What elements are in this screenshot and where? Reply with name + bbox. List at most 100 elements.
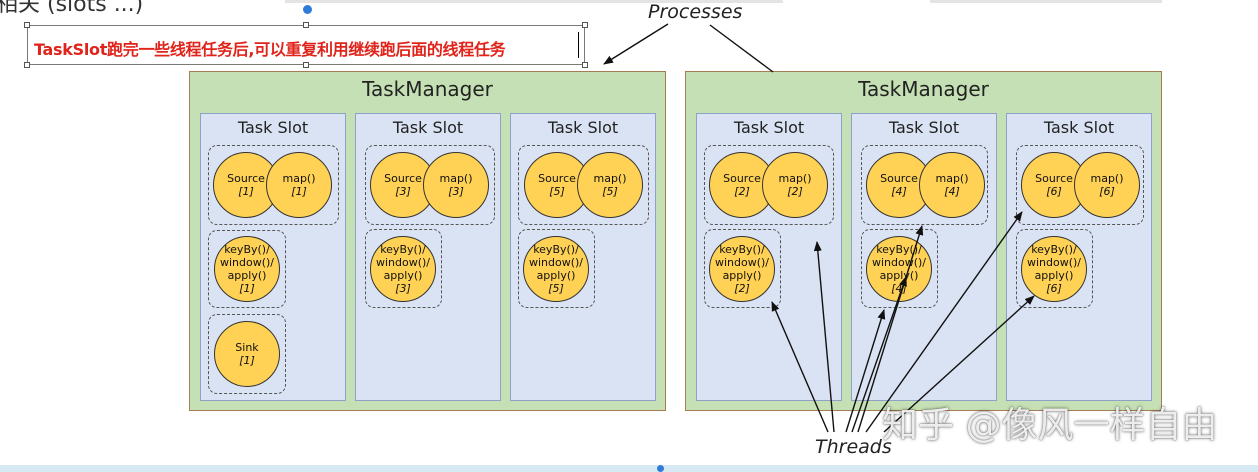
processes-arrow-to-taskmanager [709, 24, 774, 73]
operator-name-line: apply() [879, 269, 919, 282]
operator-index: [3] [395, 185, 411, 198]
operator-name-line: window()/ [528, 256, 584, 269]
operator-index: [4] [891, 282, 907, 295]
keyby-window-apply-operator: keyBy()/ window()/ apply() [3] [370, 236, 436, 302]
map-operator: map() [6] [1074, 152, 1140, 218]
operator-name: map() [282, 172, 316, 185]
operator-name-line: keyBy()/ [1031, 243, 1077, 256]
operator-index: [1] [239, 282, 255, 295]
operator-name: map() [1090, 172, 1124, 185]
top-cut-off-title: 相关 (slots ...) [0, 0, 144, 17]
task-slot-title: Task Slot [547, 118, 619, 137]
operator-index: [1] [291, 185, 307, 198]
keyby-window-apply-chain: keyBy()/ window()/ apply() [1] [208, 230, 286, 308]
operator-index: [4] [944, 185, 960, 198]
top-divider-left [285, 0, 783, 3]
operator-index: [6] [1099, 185, 1115, 198]
task-slot-5: Task Slot Source [4] map() [4] keyBy()/ … [851, 113, 997, 401]
operator-name-line: window()/ [375, 256, 431, 269]
source-map-chain: Source [3] map() [3] [365, 145, 495, 225]
task-slot-6: Task Slot Source [6] map() [6] keyBy()/ … [1006, 113, 1152, 401]
operator-index: [2] [734, 282, 750, 295]
operator-name: Sink [235, 341, 259, 354]
operator-name: map() [935, 172, 969, 185]
task-slot-3: Task Slot Source [5] map() [5] keyBy()/ … [510, 113, 656, 401]
keyby-window-apply-operator: keyBy()/ window()/ apply() [2] [709, 236, 775, 302]
task-manager-title: TaskManager [362, 77, 493, 101]
operator-index: [2] [787, 185, 803, 198]
note-text[interactable]: TaskSlot跑完一些线程任务后,可以重复利用继续跑后面的线程任务 [34, 40, 506, 59]
keyby-window-apply-operator: keyBy()/ window()/ apply() [5] [523, 236, 589, 302]
operator-index: [5] [548, 282, 564, 295]
resize-handle-top[interactable] [303, 22, 309, 28]
resize-handle-top-right[interactable] [582, 22, 588, 28]
operator-index: [5] [549, 185, 565, 198]
bottom-handle-icon[interactable] [657, 465, 664, 472]
operator-index: [1] [238, 185, 254, 198]
operator-name-line: window()/ [871, 256, 927, 269]
resize-handle-bottom-right[interactable] [582, 62, 588, 68]
operator-name-line: keyBy()/ [719, 243, 765, 256]
operator-name-line: keyBy()/ [380, 243, 426, 256]
operator-name: Source [227, 172, 265, 185]
map-operator: map() [4] [919, 152, 985, 218]
operator-name: Source [538, 172, 576, 185]
operator-index: [1] [239, 354, 255, 367]
resize-handle-bottom-left[interactable] [24, 62, 30, 68]
operator-index: [6] [1046, 282, 1062, 295]
keyby-window-apply-chain: keyBy()/ window()/ apply() [2] [704, 229, 781, 308]
operator-name-line: apply() [383, 269, 423, 282]
operator-name: map() [593, 172, 627, 185]
resize-handle-bottom[interactable] [303, 62, 309, 68]
operator-name: map() [778, 172, 812, 185]
bottom-scroll-strip [0, 465, 1258, 472]
source-map-chain: Source [4] map() [4] [861, 145, 988, 225]
source-map-chain: Source [2] map() [2] [704, 145, 834, 225]
operator-name-line: window()/ [1026, 256, 1082, 269]
map-operator: map() [1] [266, 152, 332, 218]
operator-name-line: apply() [227, 269, 267, 282]
operator-name: Source [723, 172, 761, 185]
zhihu-watermark: 知乎 @像风一样自由 [882, 405, 1218, 446]
operator-index: [5] [602, 185, 618, 198]
keyby-window-apply-chain: keyBy()/ window()/ apply() [6] [1016, 229, 1093, 308]
processes-arrow-to-note [603, 23, 669, 65]
map-operator: map() [2] [762, 152, 828, 218]
operator-name-line: keyBy()/ [876, 243, 922, 256]
task-manager-1: TaskManager Task Slot Source [1] map() [… [189, 71, 666, 411]
operator-name-line: window()/ [219, 256, 275, 269]
operator-name-line: apply() [1034, 269, 1074, 282]
task-manager-2: TaskManager Task Slot Source [2] map() [… [685, 71, 1162, 411]
task-slot-title: Task Slot [733, 118, 805, 137]
selected-text-box[interactable] [24, 22, 588, 68]
operator-index: [3] [395, 282, 411, 295]
source-operator: Source [1] [213, 152, 279, 218]
operator-name: Source [1035, 172, 1073, 185]
threads-label: Threads [815, 436, 892, 458]
keyby-window-apply-chain: keyBy()/ window()/ apply() [4] [861, 229, 938, 308]
source-map-chain: Source [1] map() [1] [208, 145, 339, 225]
resize-handle-top-left[interactable] [24, 22, 30, 28]
top-divider-right [930, 0, 1162, 3]
operator-index: [6] [1046, 185, 1062, 198]
processes-label: Processes [648, 1, 743, 23]
operator-name: Source [880, 172, 918, 185]
task-slot-2: Task Slot Source [3] map() [3] keyBy()/ … [355, 113, 501, 401]
task-manager-title: TaskManager [858, 77, 989, 101]
task-slot-title: Task Slot [392, 118, 464, 137]
operator-index: [4] [891, 185, 907, 198]
rotate-handle-icon[interactable] [303, 5, 312, 14]
keyby-window-apply-chain: keyBy()/ window()/ apply() [5] [518, 229, 595, 308]
task-slot-1: Task Slot Source [1] map() [1] keyBy()/ … [200, 113, 346, 401]
sink-chain: Sink [1] [208, 314, 286, 394]
keyby-window-apply-operator: keyBy()/ window()/ apply() [1] [214, 236, 280, 302]
keyby-window-apply-operator: keyBy()/ window()/ apply() [6] [1021, 236, 1087, 302]
source-map-chain: Source [5] map() [5] [518, 145, 649, 225]
map-operator: map() [5] [577, 152, 643, 218]
task-slot-title: Task Slot [1043, 118, 1115, 137]
map-operator: map() [3] [423, 152, 489, 218]
operator-name-line: apply() [722, 269, 762, 282]
task-slot-title: Task Slot [888, 118, 960, 137]
operator-name-line: keyBy()/ [224, 243, 270, 256]
operator-name: Source [384, 172, 422, 185]
